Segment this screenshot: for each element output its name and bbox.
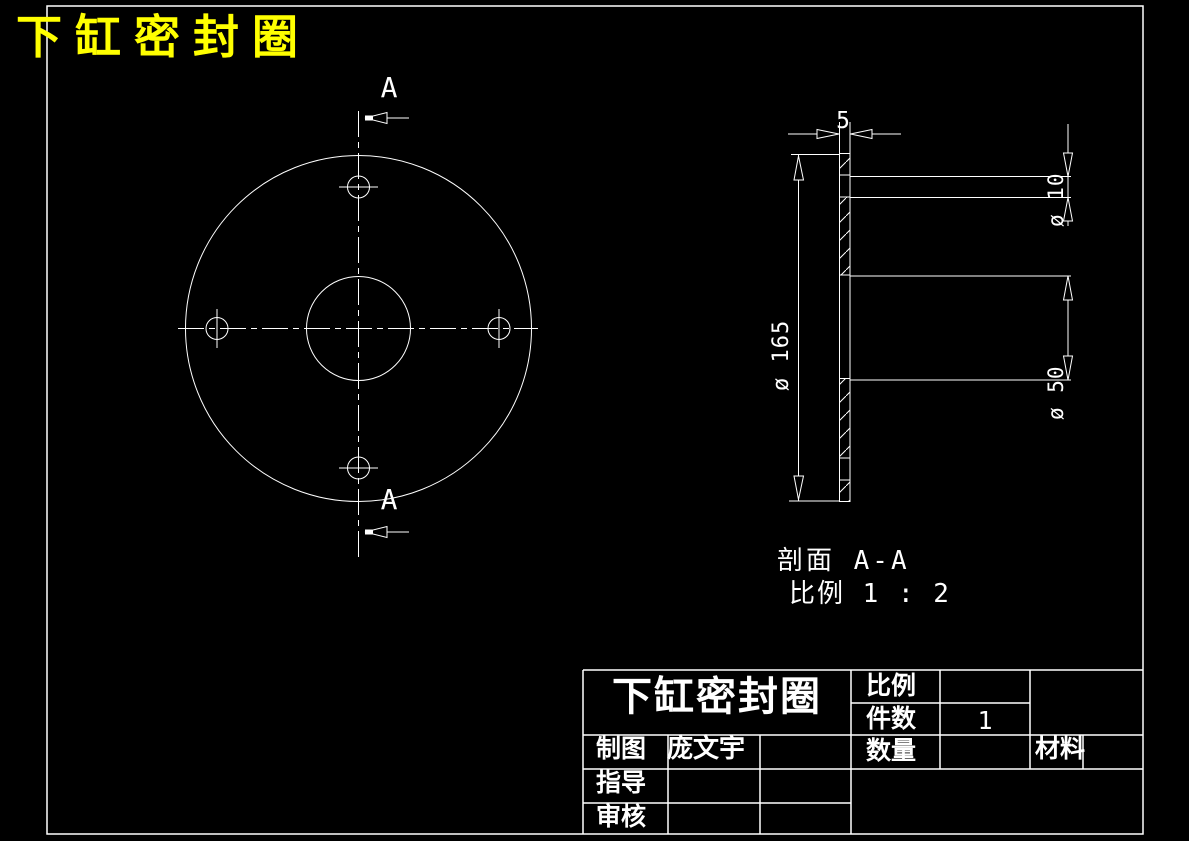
- dim-bore-lines: [1062, 275, 1074, 381]
- pieces-label: 件数: [866, 705, 917, 733]
- drawn-value: 庞文宇: [667, 733, 746, 763]
- checker-label: 审核: [596, 803, 647, 831]
- dim-outer-lines: [789, 154, 839, 502]
- title-block-part-name: 下缸密封圈: [612, 675, 822, 719]
- scale-caption: 比例 1 : 2: [789, 579, 951, 609]
- scale-label: 比例: [866, 672, 917, 700]
- hatch-band: [840, 197, 850, 275]
- dim-thickness-lines: [788, 122, 901, 153]
- section-bar: [839, 153, 851, 502]
- front-view: [178, 111, 538, 557]
- quantity-label: 数量: [866, 737, 917, 765]
- hatch-band: [840, 378, 850, 458]
- section-letter-bottom: A: [380, 483, 398, 516]
- cut-arrow-top: [364, 111, 409, 125]
- section-caption: 剖面 A-A: [777, 546, 910, 576]
- dim-outer-text: ø 165: [769, 319, 794, 391]
- material-label: 材料: [1035, 735, 1086, 763]
- bolt-hole-left: [205, 309, 229, 348]
- hatch-band: [840, 480, 850, 502]
- frame-border: [46, 5, 1144, 835]
- dim-thickness-text: 5: [836, 108, 850, 134]
- pieces-value: 1: [977, 706, 993, 735]
- section-view: [788, 122, 1074, 502]
- drawn-label: 制图: [596, 735, 647, 763]
- hatch-band: [840, 153, 850, 175]
- drawing-frame: [46, 5, 1144, 835]
- bolt-hole-top: [339, 175, 378, 199]
- title-block-grid: [582, 669, 1143, 834]
- bolt-hole-right: [487, 309, 511, 348]
- dim-hole-text: ø 10: [1044, 172, 1068, 227]
- advisor-label: 指导: [596, 769, 647, 797]
- dim-hole-lines: [1062, 124, 1074, 226]
- dim-bore-text: ø 50: [1044, 365, 1068, 420]
- bolt-hole-bottom: [339, 456, 378, 480]
- section-letter-top: A: [380, 71, 398, 104]
- page-title: 下缸密封圈: [16, 10, 311, 64]
- cut-arrow-bottom: [364, 525, 409, 539]
